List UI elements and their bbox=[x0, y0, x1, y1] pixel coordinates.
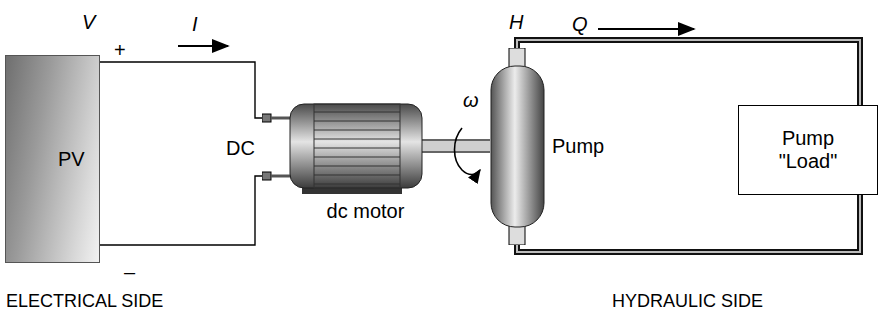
pump-illustration bbox=[490, 48, 550, 245]
flow-symbol: Q bbox=[572, 14, 588, 34]
section-label: ELECTRICAL SIDE bbox=[6, 292, 163, 310]
voltage-symbol: V bbox=[82, 12, 95, 32]
node-label: PV bbox=[58, 148, 85, 171]
pump: Pump bbox=[490, 48, 600, 245]
pipe-connector bbox=[517, 40, 860, 105]
dc-terminal-label: DC bbox=[226, 138, 255, 158]
wire-connector bbox=[100, 176, 262, 245]
node-label: Pump "Load" bbox=[768, 127, 848, 173]
flow-arrow bbox=[598, 28, 694, 30]
wire-connector bbox=[100, 62, 262, 118]
angular-speed-symbol: ω bbox=[463, 90, 479, 110]
pipe-connector bbox=[517, 195, 860, 252]
dc-motor: dc motor bbox=[262, 98, 427, 223]
node-label: dc motor bbox=[327, 200, 405, 223]
node-label: Pump bbox=[552, 135, 604, 158]
shaft-connector bbox=[422, 146, 490, 147]
load-box: Pump "Load" bbox=[738, 105, 878, 195]
polarity-plus: + bbox=[114, 40, 126, 60]
motor-illustration bbox=[262, 98, 427, 198]
polarity-minus: – bbox=[124, 262, 135, 282]
current-arrow bbox=[178, 45, 228, 47]
section-label: HYDRAULIC SIDE bbox=[612, 292, 763, 310]
rotation-arrow bbox=[455, 128, 481, 175]
head-symbol: H bbox=[509, 12, 523, 32]
current-symbol: I bbox=[192, 14, 198, 34]
pv-panel: PV bbox=[5, 55, 100, 263]
